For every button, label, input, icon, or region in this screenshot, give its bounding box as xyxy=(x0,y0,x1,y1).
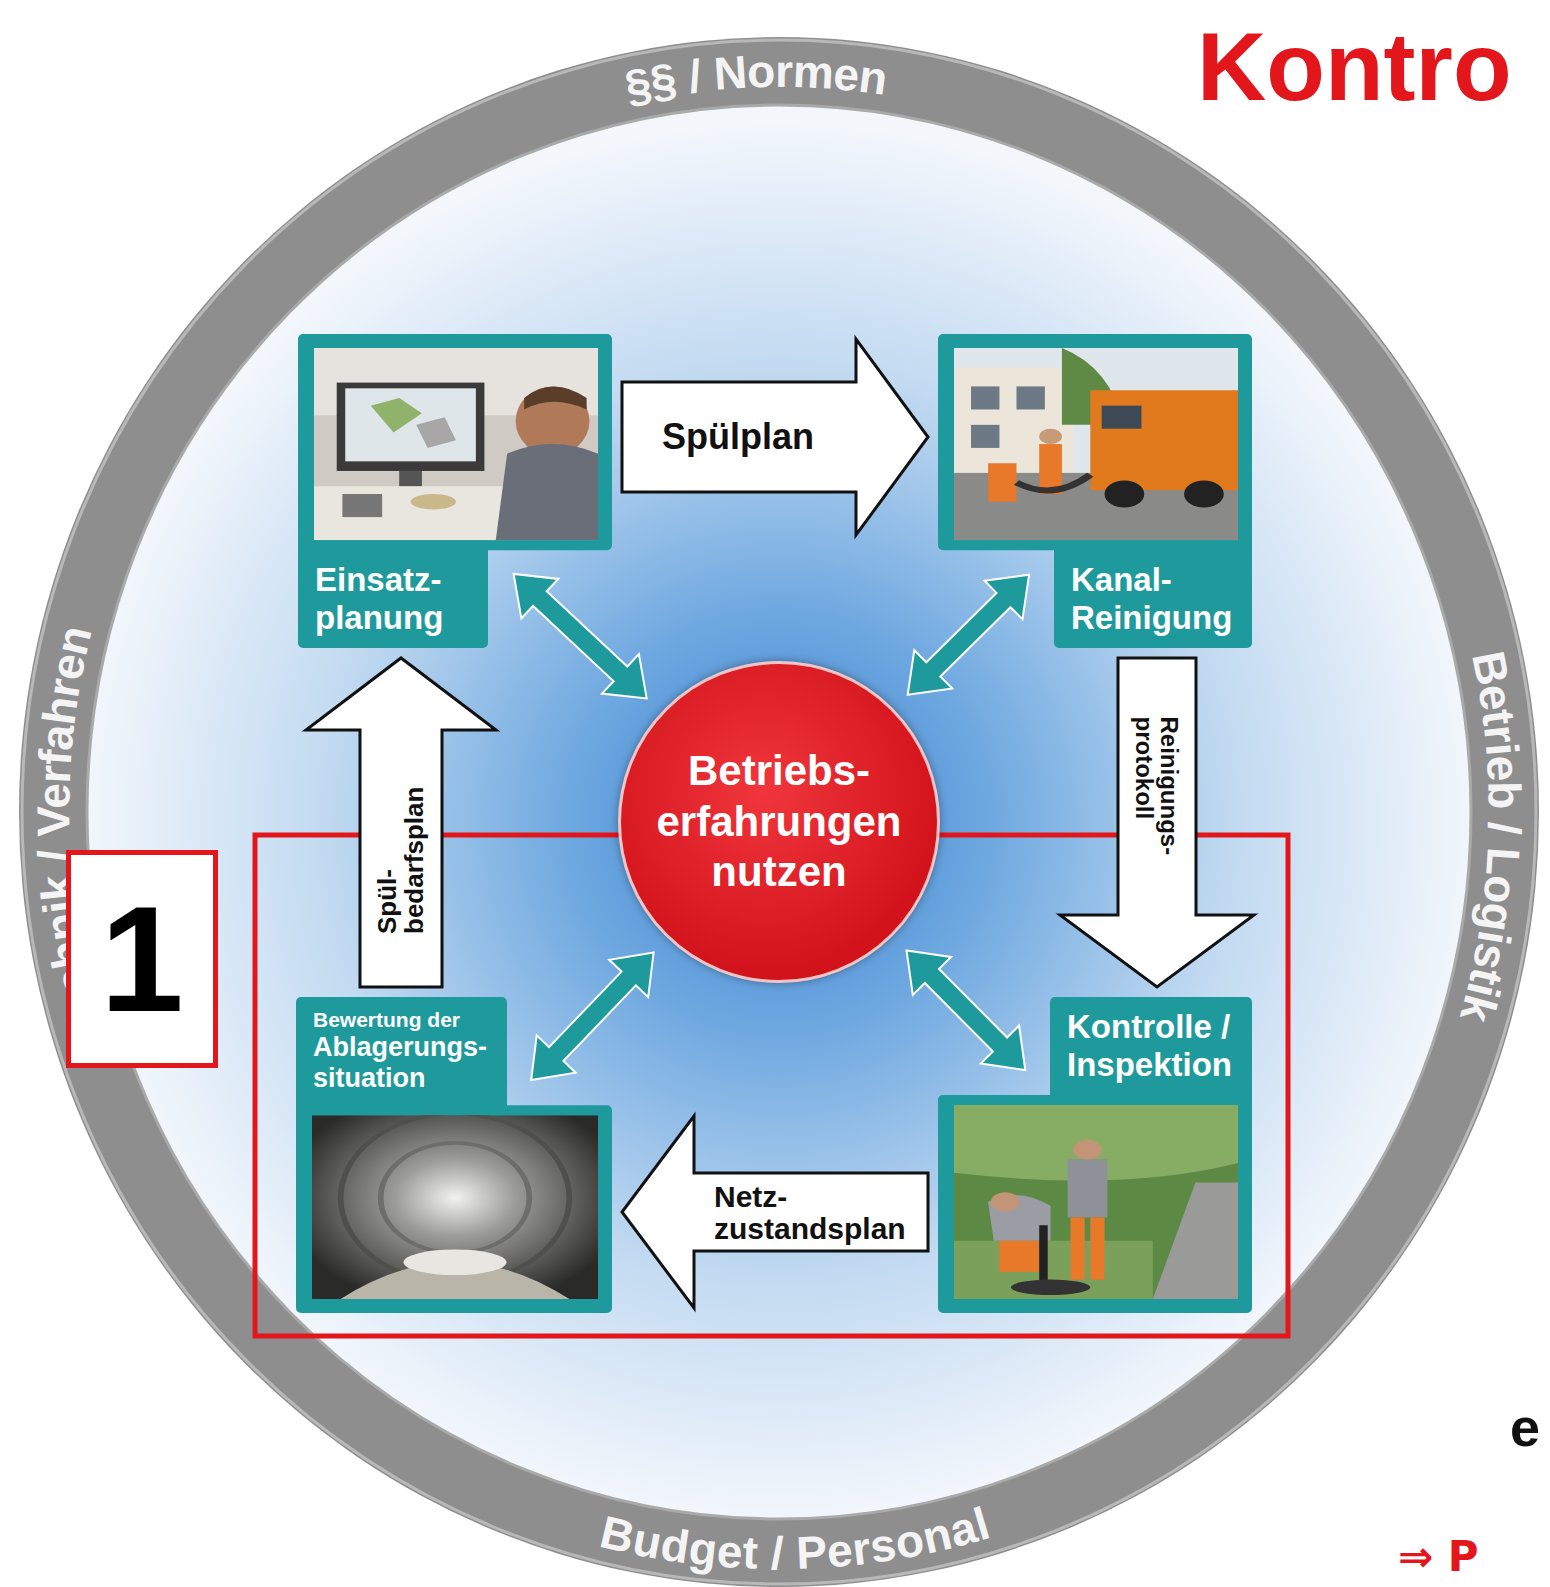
note-text: ⇒ P xyxy=(1398,1536,1479,1578)
double-arrow xyxy=(531,953,653,1081)
edge-label: Spülplan xyxy=(662,418,816,456)
edge-label: Spül- bedarfsplan xyxy=(374,784,429,934)
ring-label-text: Budget / Personal xyxy=(595,1497,995,1579)
block-arrow xyxy=(622,1116,928,1308)
process-box: Einsatz- planung xyxy=(298,334,612,648)
box-label: Bewertung derAblagerungs- situation xyxy=(313,1008,503,1094)
photo xyxy=(954,348,1238,540)
edge-label: Reinigungs- protokoll xyxy=(1132,716,1182,857)
title: Kontro xyxy=(1197,14,1512,120)
photo xyxy=(954,1105,1238,1299)
block-arrow xyxy=(622,339,928,535)
box-fill xyxy=(943,1002,1247,1308)
box-label: Kanal- Reinigung xyxy=(1071,561,1251,637)
callout-box: 1 xyxy=(66,850,218,1068)
ring-label-text: §§ / Normen xyxy=(620,45,890,113)
circle-text: Betriebs- erfahrungen nutzen xyxy=(644,746,914,897)
photo xyxy=(314,348,598,540)
box-text: Kanal- Reinigung xyxy=(1071,561,1251,637)
inner-field xyxy=(87,105,1471,1519)
ring-edge xyxy=(22,40,1536,1584)
box-text: Bewertung der xyxy=(313,1008,503,1032)
process-box: Kontrolle / Inspektion xyxy=(938,997,1252,1313)
callout-number: 1 xyxy=(100,884,183,1034)
note-text: e xyxy=(1510,1400,1540,1454)
double-arrow xyxy=(907,950,1026,1070)
double-arrow xyxy=(908,575,1029,695)
outer-ring xyxy=(19,37,1539,1587)
block-arrow xyxy=(306,658,496,987)
box-label: Kontrolle / Inspektion xyxy=(1067,1008,1247,1084)
edge-label: Netz- zustandsplan xyxy=(714,1181,908,1244)
box-text: Einsatz- planung xyxy=(315,561,495,637)
center-circle: Betriebs- erfahrungen nutzen xyxy=(618,661,940,983)
box-fill xyxy=(303,339,607,643)
ring-label: Budget / Personal xyxy=(595,1497,995,1579)
box-fill xyxy=(301,1002,607,1308)
ring-label-text: Betrieb / Logistik xyxy=(1450,647,1531,1028)
ring-label: §§ / Normen xyxy=(620,45,890,113)
box-text: Kontrolle / Inspektion xyxy=(1067,1008,1247,1084)
block-arrow xyxy=(1060,658,1254,987)
process-box: Kanal- Reinigung xyxy=(938,334,1252,648)
process-box: Bewertung derAblagerungs- situation xyxy=(296,997,612,1313)
box-text: Ablagerungs- situation xyxy=(313,1032,503,1094)
ring-labels: §§ / NormenBetrieb / LogistikBudget / Pe… xyxy=(27,45,1531,1579)
box-label: Einsatz- planung xyxy=(315,561,495,637)
ring-label: Betrieb / Logistik xyxy=(1450,647,1531,1028)
double-arrow xyxy=(514,574,647,698)
photo xyxy=(312,1113,598,1299)
